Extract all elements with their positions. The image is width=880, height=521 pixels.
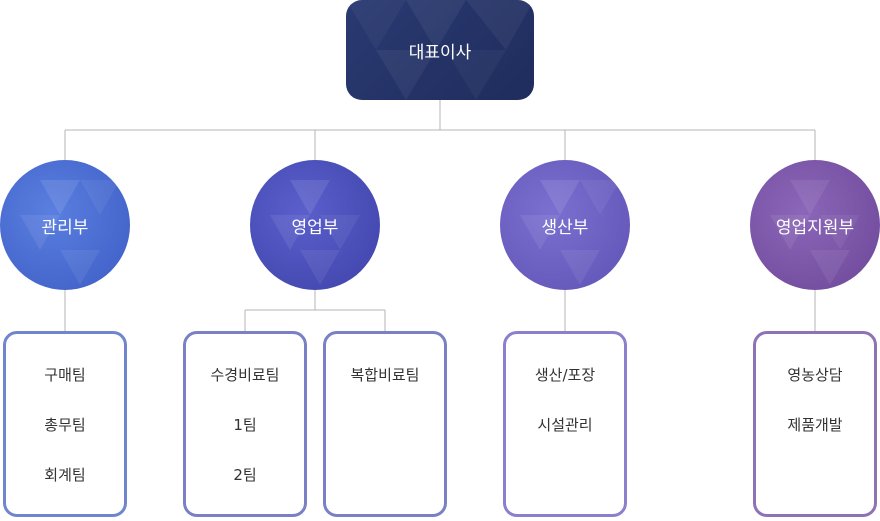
team-box-management: 구매팀 총무팀 회계팀 <box>3 331 127 517</box>
ceo-node: 대표이사 <box>346 0 534 100</box>
ceo-label: 대표이사 <box>408 42 472 63</box>
team-item: 구매팀 <box>44 366 86 384</box>
team-item: 복합비료팀 <box>350 366 420 384</box>
team-item: 2팀 <box>233 466 257 484</box>
team-item: 회계팀 <box>44 466 86 484</box>
team-item: 영농상담 <box>787 366 843 384</box>
dept-management-label: 관리부 <box>41 217 89 238</box>
team-item: 1팀 <box>233 416 257 434</box>
dept-sales-support: 영업지원부 <box>750 160 880 290</box>
team-item: 생산/포장 <box>534 366 596 384</box>
dept-production-label: 생산부 <box>541 217 589 238</box>
team-box-sales-support: 영농상담 제품개발 <box>753 331 877 517</box>
team-box-production: 생산/포장 시설관리 <box>503 331 627 517</box>
team-box-sales-compound: 복합비료팀 <box>323 331 447 517</box>
team-box-sales-hydroponic: 수경비료팀 1팀 2팀 <box>183 331 307 517</box>
team-item: 수경비료팀 <box>210 366 280 384</box>
dept-sales: 영업부 <box>250 160 380 290</box>
team-item: 총무팀 <box>44 416 86 434</box>
dept-management: 관리부 <box>0 160 130 290</box>
team-item: 제품개발 <box>787 416 843 434</box>
dept-sales-label: 영업부 <box>291 217 339 238</box>
dept-sales-support-label: 영업지원부 <box>775 217 855 238</box>
dept-production: 생산부 <box>500 160 630 290</box>
team-item: 시설관리 <box>537 416 593 434</box>
